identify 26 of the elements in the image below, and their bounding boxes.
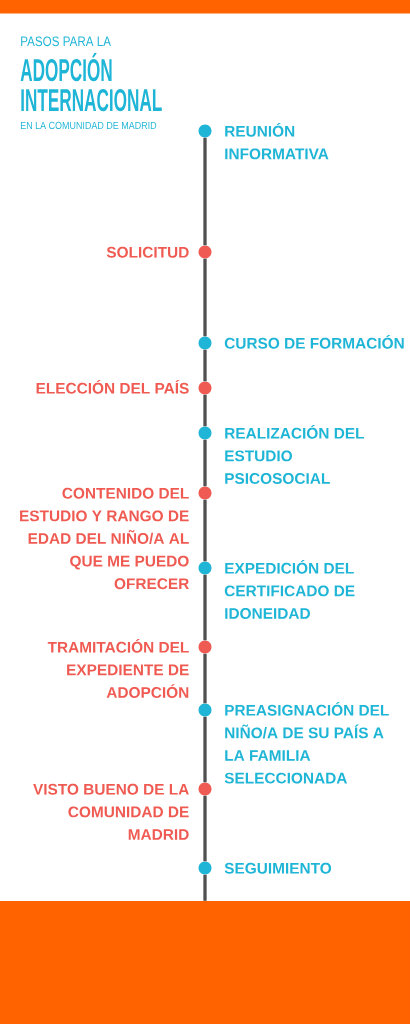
step-label: PREASIGNACIÓN DEL NIÑO/A DE SU PAÍS A LA FAMILIA SELECCIONADA [224,701,389,784]
step-label: REALIZACIÓN DEL ESTUDIO PSICOSOCIAL [225,424,365,484]
step-label: TRAMITACIÓN DEL EXPEDIENTE DE ADOPCIÓN [47,638,189,698]
timeline-line [203,258,207,337]
step-label: SEGUIMIENTO [224,862,332,874]
timeline-line [203,499,207,562]
timeline-line [203,574,207,641]
step-label: CONTENIDO DEL ESTUDIO Y RANGO DE EDAD DEL NIÑO/A AL QUE ME PUEDO OFRECER [20,487,189,590]
heading-text: EN LA COMUNIDAD DE MADRID [20,121,157,130]
timeline-line [203,874,207,901]
step-label: VISTO BUENO DE LA COMUNIDAD DE MADRID [33,783,189,840]
timeline-line [203,653,207,704]
footer-band [0,901,410,1024]
timeline-line [203,795,207,862]
step-label: REUNIÓN INFORMATIVA [225,122,329,160]
step-label: ELECCIÓN DEL PAÍS [36,379,189,394]
title: ADOPCIÓN INTERNACIONAL [20,53,162,112]
heading-text: PASOS PARA LA [21,36,111,47]
step-label: EXPEDICIÓN DEL CERTIFICADO DE IDONEIDAD [224,559,355,619]
timeline-line [203,394,207,427]
timeline-line [203,716,207,783]
timeline-line [203,137,207,246]
step-label: SOLICITUD [106,246,189,258]
step-label: CURSO DE FORMACIÓN [224,334,404,349]
timeline-line [203,439,207,487]
timeline-line [203,349,207,382]
